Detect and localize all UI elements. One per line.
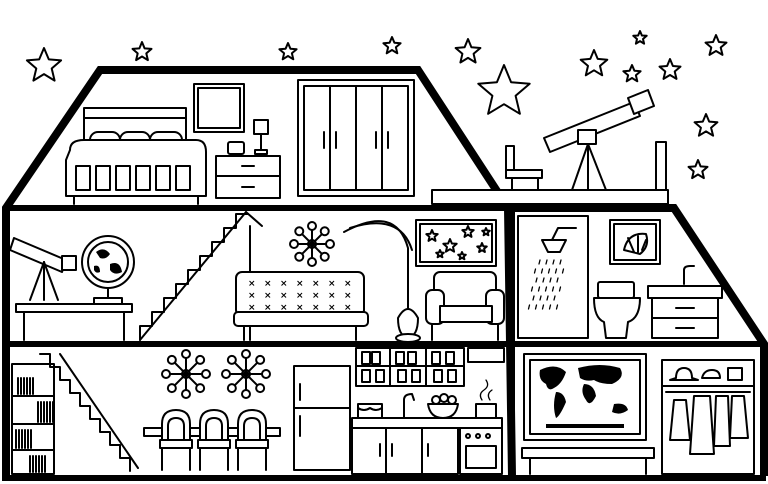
svg-text:×: × (296, 303, 304, 313)
hallway (522, 354, 754, 474)
fruit-bowl (428, 394, 458, 418)
sky-star (660, 59, 681, 79)
house-shell (2, 70, 766, 478)
shower (518, 216, 588, 338)
sky-star (689, 160, 708, 178)
rooftop-telescope (544, 90, 654, 190)
dining-kitchen (144, 348, 504, 474)
stars-picture (416, 220, 496, 266)
dining-table-and-chairs (144, 410, 280, 470)
svg-text:×: × (280, 291, 288, 301)
attic-bedroom (66, 80, 414, 204)
sky-star (623, 65, 640, 81)
sky-star (706, 35, 727, 55)
svg-text:×: × (296, 279, 304, 289)
sky-star (27, 48, 61, 81)
svg-text:×: × (312, 303, 320, 313)
study-desk (16, 304, 132, 340)
nightstand (216, 156, 280, 198)
sky-star (383, 37, 400, 53)
toilet (594, 282, 640, 338)
terrace-chair (506, 146, 542, 190)
sky-star (478, 65, 529, 114)
kitchen-counter (352, 418, 502, 474)
sink-faucet (404, 394, 414, 418)
table-lamp (254, 120, 268, 154)
lower-staircase (40, 354, 138, 471)
svg-text:×: × (264, 279, 272, 289)
coat-closet (662, 360, 754, 474)
upper-staircase (140, 212, 248, 340)
study-telescope (10, 238, 76, 300)
rooftop-terrace (506, 90, 666, 190)
world-map (524, 354, 646, 440)
svg-text:×: × (328, 291, 336, 301)
sky-star (133, 42, 152, 60)
refrigerator (294, 366, 350, 470)
chimney-pipe (656, 142, 666, 190)
dining-chandelier-left (162, 350, 210, 398)
living-chandelier (290, 222, 334, 266)
svg-text:×: × (264, 291, 272, 301)
svg-text:×: × (328, 279, 336, 289)
double-bed (66, 108, 206, 204)
sky-star (456, 39, 481, 63)
wall-cabinets (356, 348, 504, 386)
armchair (426, 272, 504, 340)
shell-picture (610, 220, 660, 264)
sky-star (695, 114, 718, 136)
alarm-clock (228, 142, 244, 154)
sky-star (279, 43, 296, 59)
sofa: × × × × × × × × × × × × × × × × × × × × × (234, 272, 368, 340)
svg-text:×: × (344, 303, 352, 313)
svg-text:×: × (264, 303, 272, 313)
moon-picture (194, 84, 244, 132)
bookshelf (12, 364, 54, 474)
svg-text:×: × (312, 291, 320, 301)
cake (358, 404, 382, 418)
stair-hall (12, 354, 138, 474)
svg-text:×: × (248, 291, 256, 301)
svg-text:×: × (344, 279, 352, 289)
globe (82, 236, 134, 304)
night-sky-stars (27, 31, 727, 178)
svg-text:×: × (280, 279, 288, 289)
arc-floor-lamp (344, 221, 420, 342)
svg-text:×: × (312, 279, 320, 289)
stove (460, 380, 502, 474)
svg-text:×: × (344, 291, 352, 301)
wardrobe (298, 80, 414, 196)
living-room: × × × × × × × × × × × × × × × × × × × × × (234, 220, 504, 342)
svg-text:×: × (248, 303, 256, 313)
svg-text:×: × (248, 279, 256, 289)
svg-text:×: × (328, 303, 336, 313)
sky-star (633, 31, 646, 44)
sink-cabinet (648, 266, 722, 338)
dining-chandelier-right (222, 350, 270, 398)
svg-text:×: × (280, 303, 288, 313)
sky-star (581, 50, 608, 75)
bathroom (518, 216, 722, 338)
bench (522, 448, 654, 474)
svg-text:×: × (296, 291, 304, 301)
study-landing (10, 212, 262, 340)
